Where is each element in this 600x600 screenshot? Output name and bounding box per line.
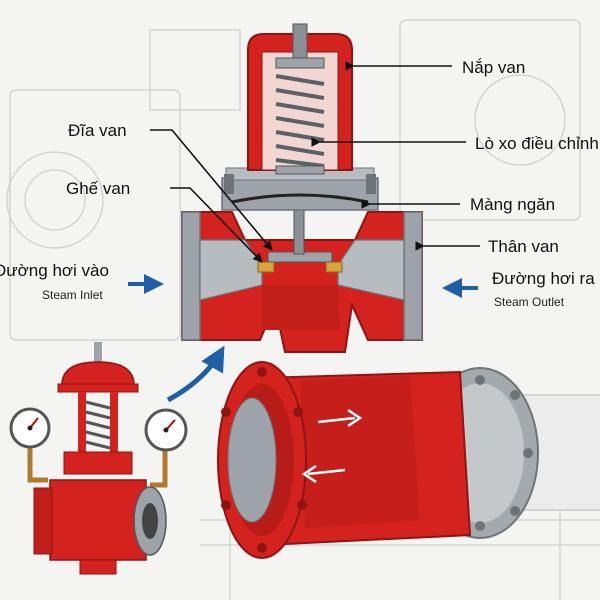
valve-stem (293, 209, 305, 255)
label-body: Thân van (488, 237, 559, 256)
label-bonnet: Nắp van (462, 58, 525, 77)
label-seat: Ghế van (66, 179, 130, 198)
pressure-gauge-left-icon (9, 407, 51, 449)
label-outlet: Đường hơi ra (492, 269, 595, 288)
mini-valve-illustration (9, 342, 188, 575)
valve-cross-section (181, 23, 423, 353)
label-diaphragm: Màng ngăn (470, 195, 555, 214)
label-disc: Đĩa van (68, 121, 127, 140)
label-inlet-en: Steam Inlet (42, 288, 103, 302)
diaphragm (231, 193, 369, 204)
background-sketch (6, 19, 600, 600)
label-spring: Lò xo điều chỉnh (475, 134, 599, 153)
leader-lines (150, 61, 480, 263)
pipe-assembly (217, 361, 600, 559)
label-outlet-en: Steam Outlet (494, 295, 565, 309)
pressure-gauge-right-icon (144, 408, 188, 452)
link-arrow-icon (166, 345, 225, 403)
label-inlet: Đường hơi vào (0, 261, 109, 280)
adjusting-spring (275, 74, 325, 168)
valve-seat (257, 261, 275, 273)
